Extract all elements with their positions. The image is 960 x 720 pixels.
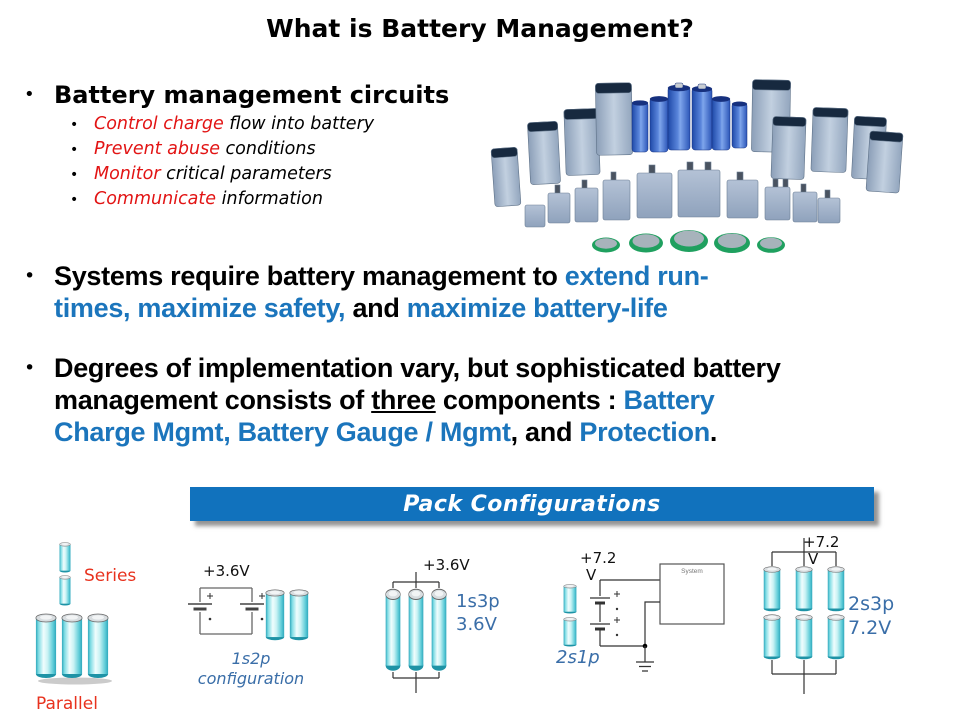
text-segment: extend run- <box>564 261 709 291</box>
pack-configurations-banner: Pack Configurations <box>190 487 874 521</box>
battery-diagram-2s3p <box>763 538 845 694</box>
bullet-icon <box>70 142 94 158</box>
sub-bullet-control-charge: Control charge flow into battery <box>70 112 374 137</box>
text-segment: critical parameters <box>160 164 332 184</box>
sub-bullet-communicate: Communicate information <box>70 187 374 212</box>
banner-label: Pack Configurations <box>403 491 661 517</box>
battery-assortment-photo <box>490 79 904 253</box>
sub-bullet-text: Communicate information <box>94 187 323 212</box>
caption-2s1p: 2s1p <box>556 647 600 668</box>
bullet-icon <box>18 352 54 384</box>
text-segment: Monitor <box>94 164 161 184</box>
caption-2s3p-line2: 7.2V <box>848 617 892 639</box>
sub-bullet-text: Prevent abuse conditions <box>94 137 316 162</box>
cylindrical-cells <box>631 82 748 153</box>
text-segment: components : <box>435 385 624 415</box>
battery-diagram-1s3p <box>385 572 447 693</box>
circuit-schematic-2s1p: System <box>590 563 725 672</box>
pouch-cells <box>524 161 841 228</box>
bullet-icon <box>70 167 94 183</box>
text-segment: maximize battery-life <box>406 293 668 323</box>
text-segment: management consists of <box>54 385 372 415</box>
voltage-label-2s3p-line2: V <box>808 550 819 568</box>
text-segment: and <box>345 293 407 323</box>
text-segment: information <box>216 189 323 209</box>
caption-2s3p-line1: 2s3p <box>848 593 895 615</box>
caption-2s3p: 2s3p 7.2V <box>848 592 894 640</box>
parallel-label: Parallel <box>36 694 98 714</box>
bullet-degrees-of-implementation: Degrees of implementation vary, but soph… <box>18 352 781 448</box>
series-battery-icon <box>59 542 71 606</box>
sub-bullet-monitor: Monitor critical parameters <box>70 162 374 187</box>
series-battery-icon-2s1p <box>563 584 577 647</box>
caption-1s3p-line1: 1s3p <box>456 591 500 612</box>
text-segment: Communicate <box>94 189 217 209</box>
caption-1s2p-line2: configuration <box>197 669 305 688</box>
voltage-label-2s1p-line1: +7.2 <box>580 549 617 567</box>
sub-bullet-text: Control charge flow into battery <box>94 112 374 137</box>
bullet-systems-require: Systems require battery management to ex… <box>18 260 709 324</box>
parallel-battery-icon <box>35 613 112 685</box>
bullet-icon <box>70 192 94 208</box>
circuit-schematic-1s2p <box>188 587 265 635</box>
text-segment: Control charge <box>94 114 224 134</box>
text-segment: three <box>371 385 436 415</box>
caption-1s2p-line1: 1s2p <box>231 649 271 668</box>
voltage-label-2s1p-line2: V <box>586 566 597 584</box>
text-segment: , and <box>510 417 580 447</box>
text-segment: conditions <box>219 139 316 159</box>
text-segment: Battery <box>623 385 715 415</box>
bullet-battery-management-circuits: Battery management circuits <box>18 80 449 110</box>
caption-1s3p-line2: 3.6V <box>456 614 497 635</box>
bullet1-heading: Battery management circuits <box>54 81 450 109</box>
voltage-label-1s2p: +3.6V <box>203 562 250 580</box>
coin-cells <box>592 230 785 253</box>
text-segment: Prevent abuse <box>94 139 220 159</box>
voltage-label-2s3p-line1: +7.2 <box>803 533 840 551</box>
bullet-icon <box>18 80 54 110</box>
sub-bullet-prevent-abuse: Prevent abuse conditions <box>70 137 374 162</box>
text-segment: . <box>709 417 718 447</box>
series-label: Series <box>84 566 137 586</box>
system-box-label: System <box>681 568 703 575</box>
bullet3-text: Degrees of implementation vary, but soph… <box>54 352 781 448</box>
text-segment: Charge Mgmt, Battery Gauge / Mgmt <box>54 417 511 447</box>
page-title: What is Battery Management? <box>266 14 694 43</box>
text-segment: times, maximize safety, <box>54 293 346 323</box>
bullet-icon <box>18 260 54 292</box>
bullet-icon <box>70 117 94 133</box>
caption-1s3p: 1s3p 3.6V <box>456 590 500 636</box>
text-segment: Degrees of implementation vary, but soph… <box>54 353 781 383</box>
sub-bullet-text: Monitor critical parameters <box>94 162 332 187</box>
text-segment: Systems require battery management to <box>54 261 565 291</box>
bullet2-text: Systems require battery management to ex… <box>54 260 709 324</box>
bullet1-sublist: Control charge flow into battery Prevent… <box>70 112 374 212</box>
battery-pair-icon-1s2p <box>265 589 309 641</box>
text-segment: Protection <box>579 417 710 447</box>
voltage-label-1s3p: +3.6V <box>423 556 470 574</box>
text-segment: flow into battery <box>223 114 375 134</box>
caption-1s2p: 1s2p configuration <box>185 649 317 689</box>
